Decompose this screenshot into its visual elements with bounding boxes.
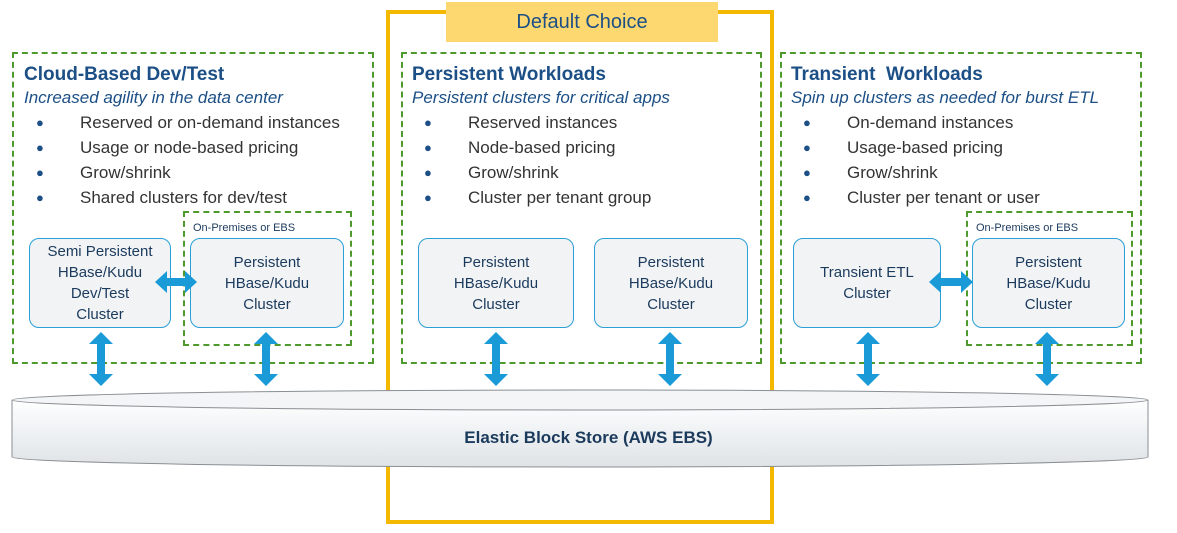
storage-label: Elastic Block Store (AWS EBS) [464, 428, 713, 447]
arrow-vertical-persistent-b [658, 332, 682, 386]
bullet-item: Reserved instances [424, 110, 670, 135]
column-transient: Transient Workloads Spin up clusters as … [791, 64, 1099, 210]
persistent-container [401, 52, 762, 364]
bullet-list: Reserved instances Node-based pricing Gr… [424, 110, 670, 210]
bullet-item: Cluster per tenant group [424, 185, 670, 210]
bullet-item: Cluster per tenant or user [803, 185, 1099, 210]
transient-container [780, 52, 1142, 364]
default-choice-label: Default Choice [446, 2, 718, 42]
column-title: Transient Workloads [791, 64, 983, 85]
column-title: Cloud-Based Dev/Test [24, 64, 225, 85]
bullet-item: On-demand instances [803, 110, 1099, 135]
bullet-item: Node-based pricing [424, 135, 670, 160]
column-title: Persistent Workloads [412, 64, 606, 85]
onprem-label: On-Premises or EBS [193, 222, 296, 234]
cluster-label: Persistent HBase/Kudu Cluster [224, 253, 310, 313]
bullet-item: Usage or node-based pricing [36, 135, 340, 160]
arrow-vertical-onprem-left [254, 332, 278, 386]
cluster-persistent-a: Persistent HBase/Kudu Cluster [418, 238, 574, 328]
onprem-label: On-Premises or EBS [976, 222, 1079, 234]
cluster-persistent-onprem-right: Persistent HBase/Kudu Cluster [972, 238, 1125, 328]
ebs-cylinder [11, 389, 1149, 468]
cluster-label: Persistent HBase/Kudu Cluster [628, 253, 714, 313]
bullet-item: Grow/shrink [36, 160, 340, 185]
column-subtitle: Increased agility in the data center [24, 88, 283, 107]
arrow-horizontal-transient [929, 271, 973, 293]
column-dev-test: Cloud-Based Dev/Test Increased agility i… [24, 64, 340, 210]
bullet-item: Reserved or on-demand instances [36, 110, 340, 135]
arrow-vertical-dev-test [89, 332, 113, 386]
bullet-list: On-demand instances Usage-based pricing … [803, 110, 1099, 210]
bullet-item: Usage-based pricing [803, 135, 1099, 160]
cluster-label: Semi Persistent HBase/Kudu Dev/Test Clus… [47, 243, 153, 323]
bullet-list: Reserved or on-demand instances Usage or… [36, 110, 340, 210]
cluster-transient-etl: Transient ETL Cluster [793, 238, 941, 328]
bullet-item: Shared clusters for dev/test [36, 185, 340, 210]
cluster-label: Transient ETL Cluster [820, 264, 914, 302]
arrow-vertical-persistent-a [484, 332, 508, 386]
dev-test-container [12, 52, 374, 364]
bullet-item: Grow/shrink [803, 160, 1099, 185]
arrow-vertical-transient [856, 332, 880, 386]
column-subtitle: Spin up clusters as needed for burst ETL [791, 88, 1100, 107]
column-persistent: Persistent Workloads Persistent clusters… [412, 64, 670, 210]
cluster-persistent-b: Persistent HBase/Kudu Cluster [594, 238, 748, 328]
cluster-label: Persistent HBase/Kudu Cluster [1006, 253, 1091, 313]
column-subtitle: Persistent clusters for critical apps [412, 88, 670, 107]
arrow-vertical-onprem-right [1035, 332, 1059, 386]
arrow-horizontal-dev-test [155, 271, 197, 293]
cluster-label: Persistent HBase/Kudu Cluster [453, 253, 539, 313]
cluster-persistent-onprem-left: Persistent HBase/Kudu Cluster [190, 238, 344, 328]
bullet-item: Grow/shrink [424, 160, 670, 185]
